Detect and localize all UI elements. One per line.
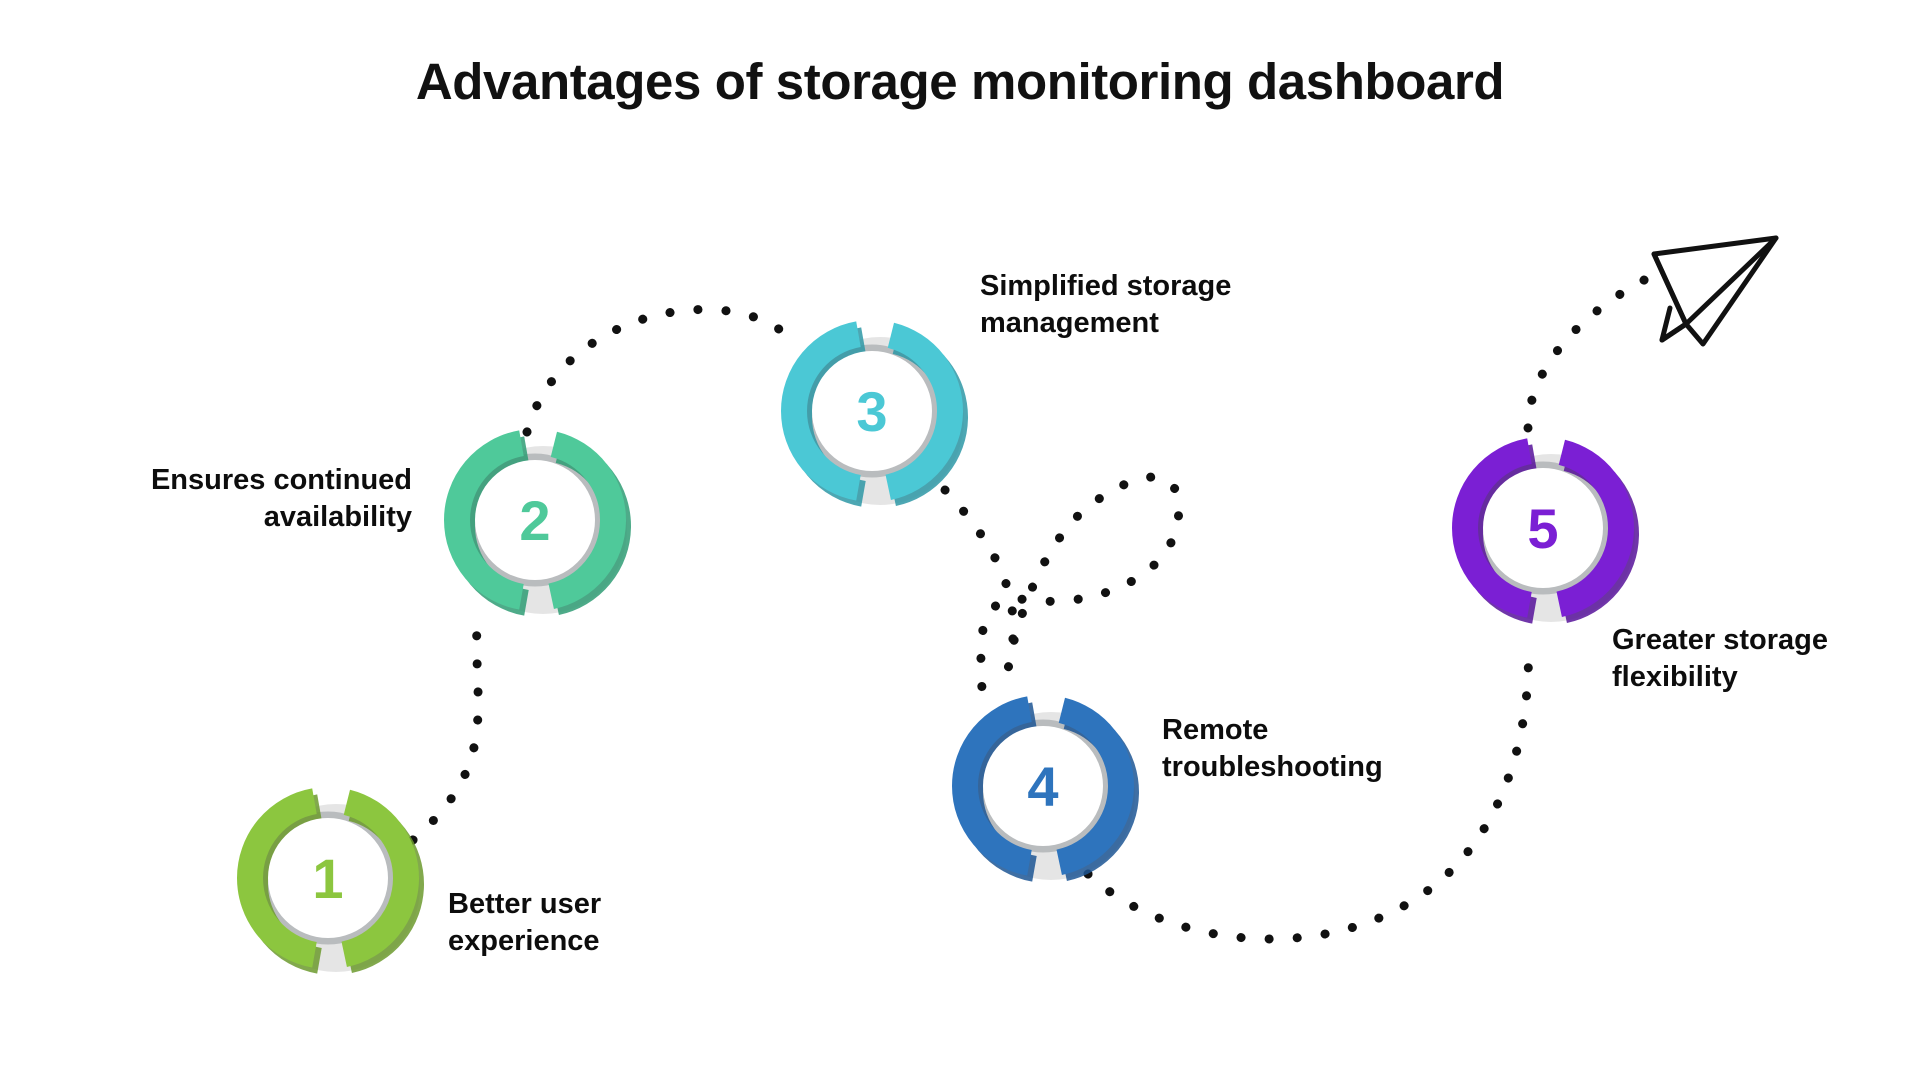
step-ring-1[interactable]: 1 bbox=[237, 788, 424, 974]
step-label-1: Better user experience bbox=[448, 888, 602, 958]
step-label-2: Ensures continued availability bbox=[150, 464, 412, 534]
ring-segment bbox=[1452, 438, 1533, 618]
connector-2-to-3 bbox=[522, 305, 795, 437]
step-ring-4[interactable]: 4 bbox=[952, 696, 1139, 882]
step-label-3: Simplified storage management bbox=[980, 270, 1232, 340]
ring-segment bbox=[548, 431, 626, 610]
step-ring-5[interactable]: 5 bbox=[1452, 438, 1639, 624]
step-number-3: 3 bbox=[856, 380, 887, 443]
step-rings: 1 2 3 4 5 bbox=[237, 321, 1639, 974]
ring-center-disc bbox=[475, 460, 595, 580]
ring-center-disc bbox=[812, 351, 932, 471]
connector-5-to-plane bbox=[1523, 267, 1665, 433]
step-number-4: 4 bbox=[1027, 755, 1058, 818]
ring-segment bbox=[1556, 439, 1634, 618]
step-number-1: 1 bbox=[312, 847, 343, 910]
connector-4-to-5 bbox=[1083, 635, 1533, 944]
ring-center-disc bbox=[1483, 468, 1603, 588]
connector-3-to-4-loop bbox=[940, 472, 1184, 695]
ring-segment bbox=[341, 789, 419, 968]
step-label-5: Greater storage flexibility bbox=[1612, 624, 1828, 694]
connector-1-to-2 bbox=[408, 603, 483, 845]
step-number-2: 2 bbox=[519, 489, 550, 552]
page-title: Advantages of storage monitoring dashboa… bbox=[415, 53, 1505, 110]
ring-center-disc bbox=[983, 726, 1103, 846]
step-label-4: Remote troubleshooting bbox=[1162, 714, 1383, 784]
ring-segment bbox=[885, 322, 963, 501]
ring-center-disc bbox=[268, 818, 388, 938]
ring-segment bbox=[781, 321, 862, 501]
connector-paths bbox=[408, 267, 1665, 944]
ring-segment bbox=[952, 696, 1033, 876]
step-ring-3[interactable]: 3 bbox=[781, 321, 968, 507]
ring-segment bbox=[444, 430, 525, 610]
step-number-5: 5 bbox=[1527, 497, 1558, 560]
step-ring-2[interactable]: 2 bbox=[444, 430, 631, 616]
ring-segment bbox=[237, 788, 318, 968]
paper-plane-icon bbox=[1651, 235, 1779, 347]
ring-segment bbox=[1056, 697, 1134, 876]
